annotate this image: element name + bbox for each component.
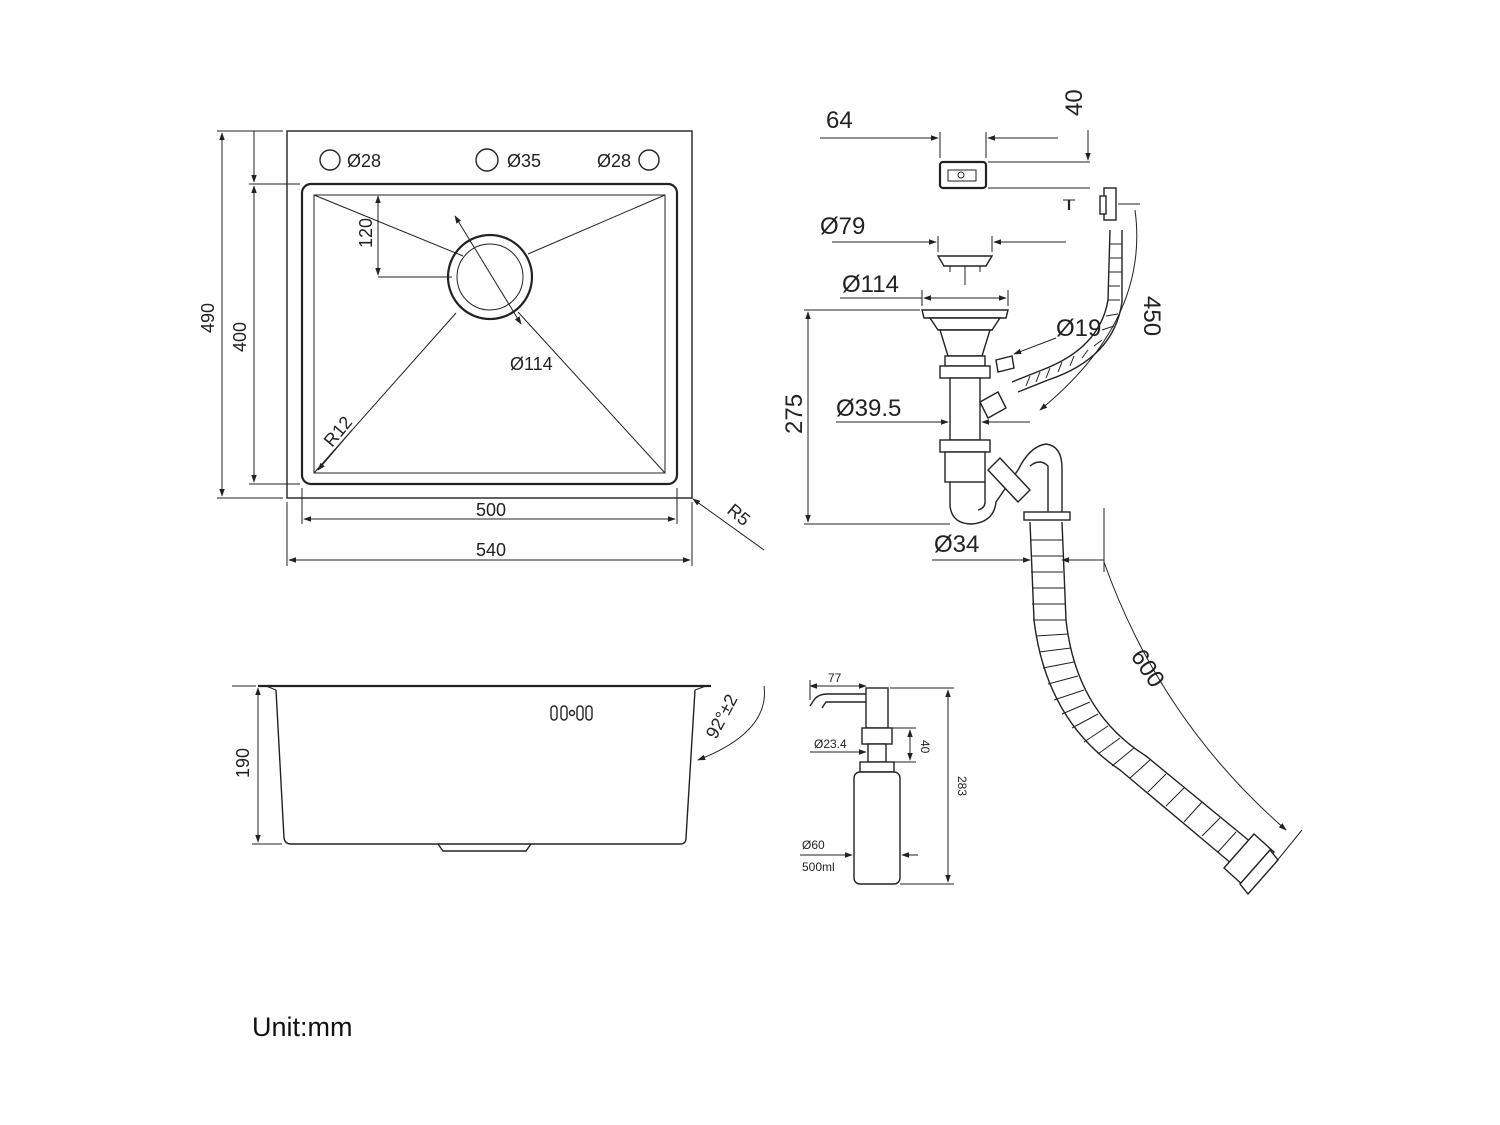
overflow-hose-length-label: 450 bbox=[1138, 296, 1165, 336]
overflow-hose bbox=[1011, 229, 1111, 383]
drain-outer-circle bbox=[446, 233, 534, 321]
overflow-slot-1 bbox=[550, 705, 558, 721]
drain-inner-circle bbox=[456, 243, 524, 311]
sink-bowl-outer bbox=[300, 182, 679, 486]
slope-line-top-left bbox=[313, 194, 464, 257]
height-total-label: 490 bbox=[198, 303, 218, 333]
corner-radius-outer-label: R5 bbox=[723, 500, 753, 530]
spout-length-label: 77 bbox=[828, 671, 842, 685]
hole-center bbox=[475, 148, 499, 172]
dispenser-spout bbox=[809, 693, 866, 709]
hole-right bbox=[638, 149, 660, 171]
dispenser-head bbox=[865, 687, 889, 729]
sink-bowl-inner bbox=[313, 194, 666, 474]
overflow-cover bbox=[938, 160, 988, 190]
overflow-width-label: 64 bbox=[826, 107, 853, 134]
overflow-height-label: 40 bbox=[1061, 89, 1088, 116]
slope-line-bottom-right bbox=[517, 311, 666, 474]
capacity-label: 500ml bbox=[802, 860, 835, 874]
drain-kit: 64 40 Ø79 Ø114 bbox=[781, 89, 1303, 896]
soap-dispenser: 77 Ø23.4 40 283 Ø60 500ml bbox=[800, 671, 969, 885]
hole-left-label: Ø28 bbox=[347, 151, 381, 171]
hole-right-label: Ø28 bbox=[597, 151, 631, 171]
sink-top-view: Ø28 Ø35 Ø28 120 Ø114 R12 R5 490 400 500 bbox=[198, 130, 765, 566]
sink-side-profile bbox=[275, 689, 696, 845]
overflow-slot-3 bbox=[576, 705, 584, 721]
drain-offset-label: 120 bbox=[356, 218, 376, 248]
thread-diameter-label: Ø23.4 bbox=[814, 737, 847, 751]
drain-diameter-line bbox=[454, 215, 522, 325]
total-height-label: 283 bbox=[955, 776, 969, 796]
overflow-slot-4 bbox=[585, 705, 593, 721]
height-bowl-label: 400 bbox=[230, 322, 250, 352]
strainer-diameter-label: Ø79 bbox=[820, 213, 865, 240]
overflow-slot-2 bbox=[560, 705, 568, 721]
bottle-diameter-label: Ø60 bbox=[802, 838, 825, 852]
sink-side-view: 190 92°±2 bbox=[232, 684, 765, 852]
strainer-cap bbox=[936, 255, 994, 267]
p-trap bbox=[949, 469, 1019, 525]
basket-diameter-label: Ø114 bbox=[842, 271, 899, 298]
width-total-label: 540 bbox=[476, 540, 506, 560]
drain-height-label: 275 bbox=[781, 394, 808, 434]
overflow-pipe-diameter-label: Ø19 bbox=[1056, 315, 1101, 342]
drain-basket bbox=[921, 309, 1009, 319]
drain-hose bbox=[1029, 521, 1233, 865]
hole-center-label: Ø35 bbox=[507, 151, 541, 171]
hole-left bbox=[319, 149, 341, 171]
slope-line-top-right bbox=[527, 194, 666, 255]
dispenser-bottle bbox=[853, 771, 901, 885]
drain-diameter-label: Ø114 bbox=[510, 354, 553, 374]
corner-radius-inner-label: R12 bbox=[320, 412, 357, 450]
hose-end-fitting bbox=[1223, 833, 1275, 887]
tail-pipe bbox=[949, 377, 981, 441]
width-bowl-label: 500 bbox=[476, 500, 506, 520]
outlet-diameter-label: Ø34 bbox=[934, 531, 979, 558]
depth-label: 190 bbox=[233, 748, 253, 778]
thread-length-label: 40 bbox=[918, 740, 932, 754]
unit-label: Unit:mm bbox=[252, 1012, 353, 1042]
sink-outer-rim bbox=[286, 130, 693, 499]
tail-diameter-label: Ø39.5 bbox=[836, 395, 901, 422]
angle-label: 92°±2 bbox=[702, 691, 742, 742]
